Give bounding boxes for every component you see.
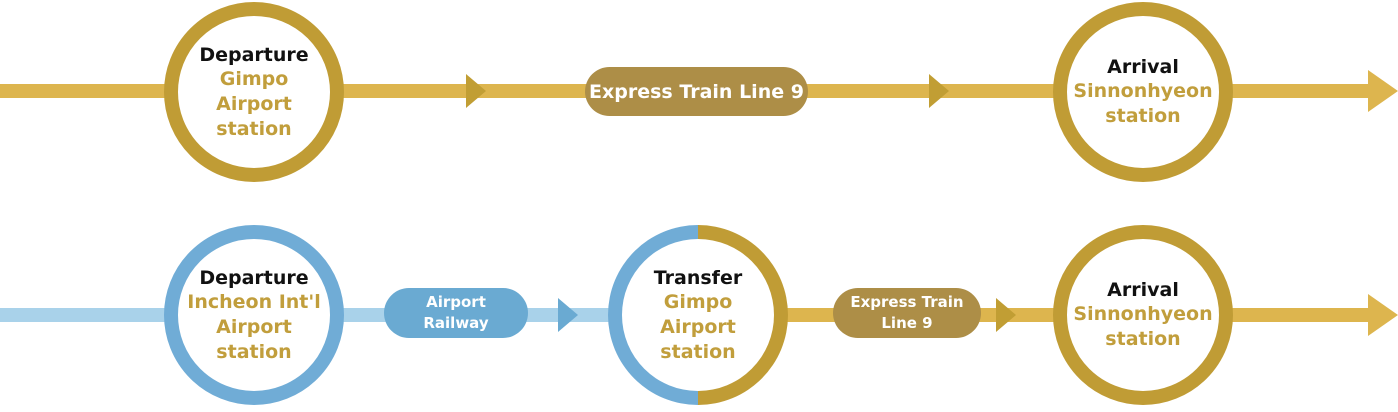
route-1-segment-pill: Express Train Line 9 bbox=[585, 67, 808, 116]
station-kind-label: Arrival bbox=[1107, 279, 1179, 301]
route-2-departure-station: Departure Incheon Int'l Airport station bbox=[164, 225, 344, 405]
route-2: Airport Railway Express Train Line 9 Dep… bbox=[0, 222, 1398, 412]
route-1-arrow-2-icon bbox=[929, 74, 949, 108]
route-1-arrow-1-icon bbox=[466, 74, 486, 108]
station-name-label: Incheon Int'l Airport station bbox=[187, 290, 321, 363]
route-2-end-arrow-icon bbox=[1368, 294, 1398, 336]
route-1: Express Train Line 9 Departure Gimpo Air… bbox=[0, 0, 1398, 190]
route-1-arrival-station: Arrival Sinnonhyeon station bbox=[1053, 2, 1233, 182]
station-name-label: Sinnonhyeon station bbox=[1073, 80, 1213, 127]
station-kind-label: Departure bbox=[199, 43, 309, 66]
transfer-station-inner bbox=[622, 239, 774, 391]
station-name-label: Gimpo Airport station bbox=[216, 67, 292, 140]
station-kind-label: Transfer bbox=[653, 266, 743, 289]
route-2-transfer-station: Transfer Gimpo Airport station bbox=[608, 225, 788, 405]
route-2-arrow-1-icon bbox=[558, 298, 578, 332]
route-2-segment-2-label: Express Train Line 9 bbox=[850, 293, 964, 332]
station-name-label: Sinnonhyeon station bbox=[1073, 303, 1213, 350]
route-2-segment-1-label: Airport Railway bbox=[423, 293, 489, 332]
route-2-arrival-station: Arrival Sinnonhyeon station bbox=[1053, 225, 1233, 405]
station-kind-label: Arrival bbox=[1107, 56, 1179, 78]
route-2-segment-1-pill: Airport Railway bbox=[384, 288, 528, 338]
route-1-segment-label: Express Train Line 9 bbox=[589, 80, 804, 103]
route-2-segment-2-pill: Express Train Line 9 bbox=[833, 288, 981, 338]
station-kind-label: Departure bbox=[199, 266, 309, 289]
route-2-blue-track bbox=[0, 308, 700, 322]
route-2-gold-track bbox=[700, 308, 1380, 322]
station-name-label: Gimpo Airport station bbox=[660, 290, 736, 363]
route-1-departure-station: Departure Gimpo Airport station bbox=[164, 2, 344, 182]
route-1-end-arrow-icon bbox=[1368, 70, 1398, 112]
route-2-arrow-2-icon bbox=[996, 298, 1016, 332]
